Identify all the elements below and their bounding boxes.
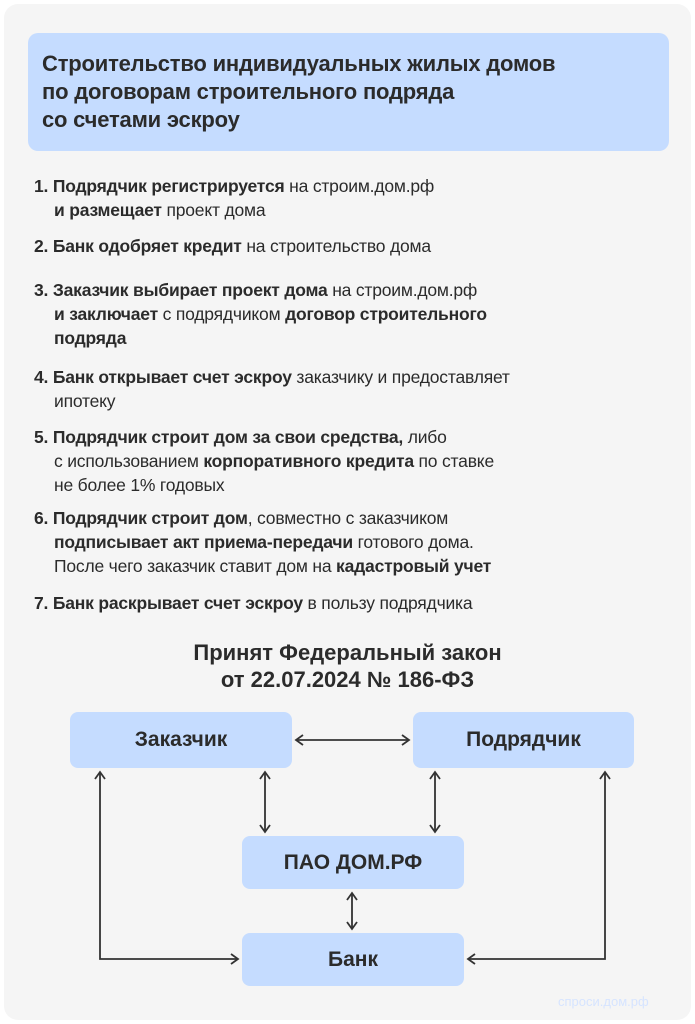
step-text: на строим.дом.рф (327, 280, 478, 300)
step-text: с подрядчиком (157, 304, 286, 324)
node-domrf: ПАО ДОМ.РФ (242, 836, 464, 889)
step-line: 6. Подрядчик строит дом, совместно с зак… (34, 506, 491, 530)
node-bank: Банк (242, 933, 464, 986)
step-text: 3. Заказчик выбирает проект дома (34, 280, 328, 300)
node-customer: Заказчик (70, 712, 292, 768)
step-text: проект дома (161, 200, 266, 220)
step-item: 6. Подрядчик строит дом, совместно с зак… (34, 506, 491, 578)
step-text: 6. Подрядчик строит дом (34, 508, 248, 528)
step-text: 2. Банк одобряет кредит (34, 236, 242, 256)
step-text: 5. Подрядчик строит дом за свои средства… (34, 427, 404, 447)
step-item: 1. Подрядчик регистрируется на строим.до… (34, 174, 434, 222)
step-text: 7. Банк раскрывает счет эскроу (34, 593, 303, 613)
node-contractor: Подрядчик (413, 712, 634, 768)
step-line: не более 1% годовых (34, 473, 494, 497)
step-line: 2. Банк одобряет кредит на строительство… (34, 234, 431, 258)
step-text: либо (403, 427, 447, 447)
law-title: Принят Федеральный закон (193, 640, 502, 665)
title-line: со счетами эскроу (42, 107, 240, 132)
step-line: 4. Банк открывает счет эскроу заказчику … (34, 365, 510, 389)
step-text: договор строительного (285, 304, 487, 324)
step-line: 7. Банк раскрывает счет эскроу в пользу … (34, 591, 473, 615)
step-text: и заключает (54, 304, 158, 324)
step-text: на строим.дом.рф (284, 176, 435, 196)
step-line: ипотеку (34, 389, 510, 413)
step-line: с использованием корпоративного кредита … (34, 449, 494, 473)
step-text: не более 1% годовых (54, 475, 225, 495)
step-text: 1. Подрядчик регистрируется (34, 176, 285, 196)
arrow-contractor-bank (466, 770, 611, 965)
step-text: , совместно с заказчиком (247, 508, 449, 528)
step-text: готового дома. (352, 532, 474, 552)
step-text: по ставке (413, 451, 495, 471)
step-item: 2. Банк одобряет кредит на строительство… (34, 234, 431, 258)
step-line: и размещает проект дома (34, 198, 434, 222)
step-line: подписывает акт приема-передачи готового… (34, 530, 491, 554)
step-text: кадастровый учет (336, 556, 492, 576)
step-item: 5. Подрядчик строит дом за свои средства… (34, 425, 494, 497)
step-line: 3. Заказчик выбирает проект дома на стро… (34, 278, 487, 302)
arrow-customer-bank (94, 770, 240, 965)
step-text: в пользу подрядчика (302, 593, 473, 613)
step-item: 7. Банк раскрывает счет эскроу в пользу … (34, 591, 473, 615)
watermark: спроси.дом.рф (558, 994, 649, 1009)
step-line: 1. Подрядчик регистрируется на строим.до… (34, 174, 434, 198)
step-item: 3. Заказчик выбирает проект дома на стро… (34, 278, 487, 350)
step-line: подряда (34, 326, 487, 350)
step-text: с использованием (54, 451, 204, 471)
law-number: от 22.07.2024 № 186-ФЗ (220, 667, 475, 692)
step-text: корпоративного кредита (203, 451, 414, 471)
step-text: подписывает акт приема-передачи (54, 532, 353, 552)
step-item: 4. Банк открывает счет эскроу заказчику … (34, 365, 510, 413)
step-text: После чего заказчик ставит дом на (54, 556, 337, 576)
step-line: После чего заказчик ставит дом на кадаст… (34, 554, 491, 578)
step-text: подряда (54, 328, 127, 348)
step-line: 5. Подрядчик строит дом за свои средства… (34, 425, 494, 449)
title-line: Строительство индивидуальных жилых домов (42, 51, 556, 76)
title-banner: Строительство индивидуальных жилых домов… (28, 33, 669, 151)
step-text: 4. Банк открывает счет эскроу (34, 367, 292, 387)
step-text: заказчику и предоставляет (291, 367, 510, 387)
step-text: на строительство дома (241, 236, 431, 256)
step-line: и заключает с подрядчиком договор строит… (34, 302, 487, 326)
title-line: по договорам строительного подряда (42, 79, 455, 104)
step-text: ипотеку (54, 391, 116, 411)
step-text: и размещает (54, 200, 162, 220)
